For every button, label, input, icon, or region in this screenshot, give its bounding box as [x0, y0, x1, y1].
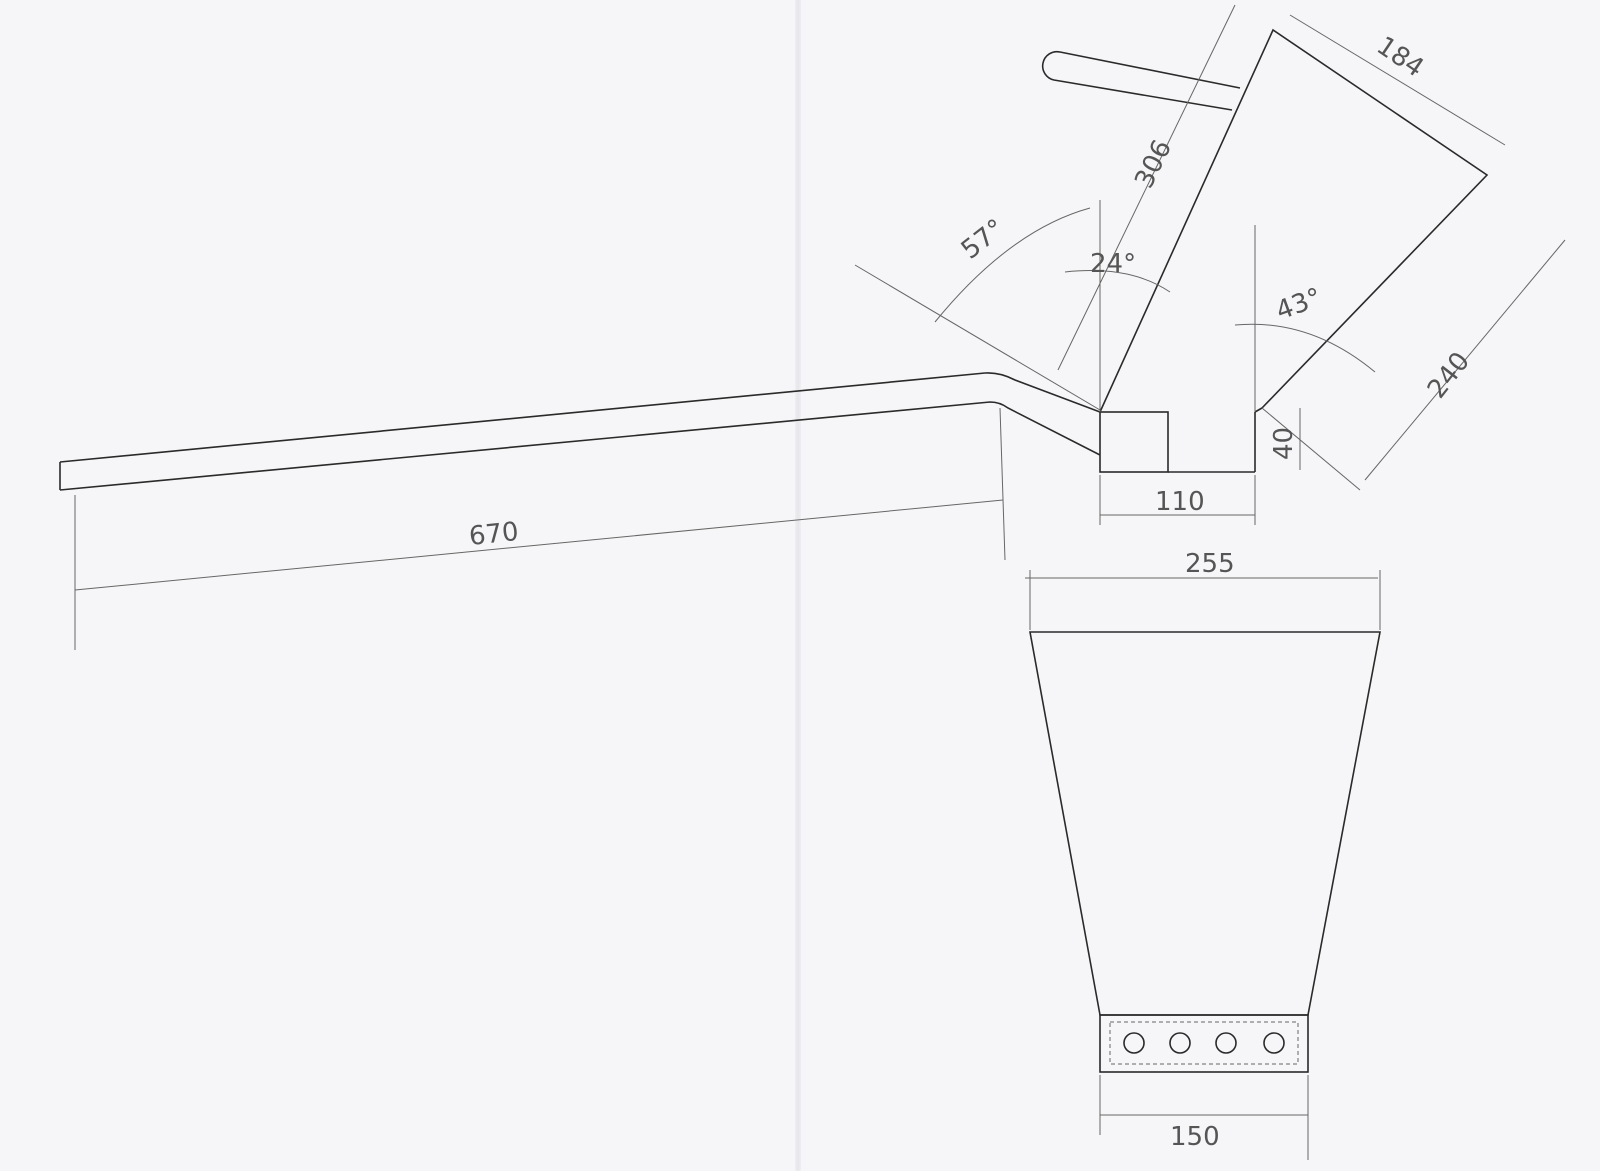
base-block: [1099, 407, 1263, 473]
handle: [1041, 50, 1241, 111]
label-306: 306: [1129, 135, 1178, 193]
tilted-box: [1099, 28, 1489, 413]
label-670: 670: [468, 517, 521, 552]
label-40: 40: [1269, 427, 1299, 460]
label-43-deg: 43°: [1272, 283, 1326, 327]
label-24-deg: 24°: [1090, 249, 1136, 279]
label-255: 255: [1185, 549, 1235, 579]
label-110: 110: [1155, 487, 1205, 517]
label-240: 240: [1422, 347, 1476, 405]
paper-fold: [795, 0, 801, 1171]
dimension-labels: 670 110 255 150 306 184 240 40 57° 24° 4…: [468, 31, 1476, 1152]
dimension-lines: [74, 4, 1566, 1160]
trapezoid-front-view: [1029, 631, 1381, 1073]
label-184: 184: [1371, 31, 1429, 84]
label-57-deg: 57°: [956, 213, 1011, 265]
long-bar: [59, 372, 1101, 491]
label-150: 150: [1170, 1122, 1220, 1152]
